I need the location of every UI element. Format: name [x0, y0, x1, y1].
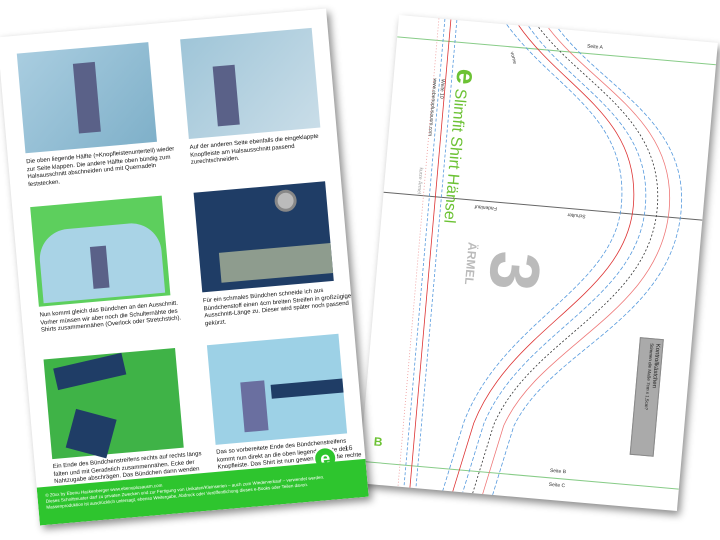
step-caption-3: Nun kommt gleich das Bündchen an den Aus… — [39, 300, 182, 334]
step-photo-1 — [16, 42, 157, 154]
step-photo-5 — [43, 348, 184, 460]
page-number: 16 — [344, 444, 353, 453]
step-caption-4: Für ein schmales Bündchen schneide ich a… — [202, 287, 354, 327]
step-photo-4 — [193, 181, 334, 293]
sleeve-pattern-lines — [360, 18, 716, 496]
step-photo-3 — [30, 195, 171, 307]
piece-number: 3 — [474, 248, 556, 294]
step-caption-1: Die oben liegende Hälfte (=Knopfleistenu… — [26, 146, 175, 188]
pattern-page: Seite A Seite B Seite C e Slimfit Shirt … — [358, 14, 718, 512]
step-photo-6 — [206, 333, 348, 445]
instruction-page: Die oben liegende Hälfte (=Knopfleistenu… — [0, 8, 369, 526]
brand-logo-e: e — [450, 67, 483, 86]
side-a-label: Seite A — [586, 43, 604, 51]
side-b-label: Seite B — [549, 467, 567, 476]
corner-letter: B — [373, 434, 384, 450]
step-photo-2 — [180, 27, 321, 140]
step-caption-2: Auf der anderen Seite ebenfalls die eing… — [189, 133, 319, 166]
